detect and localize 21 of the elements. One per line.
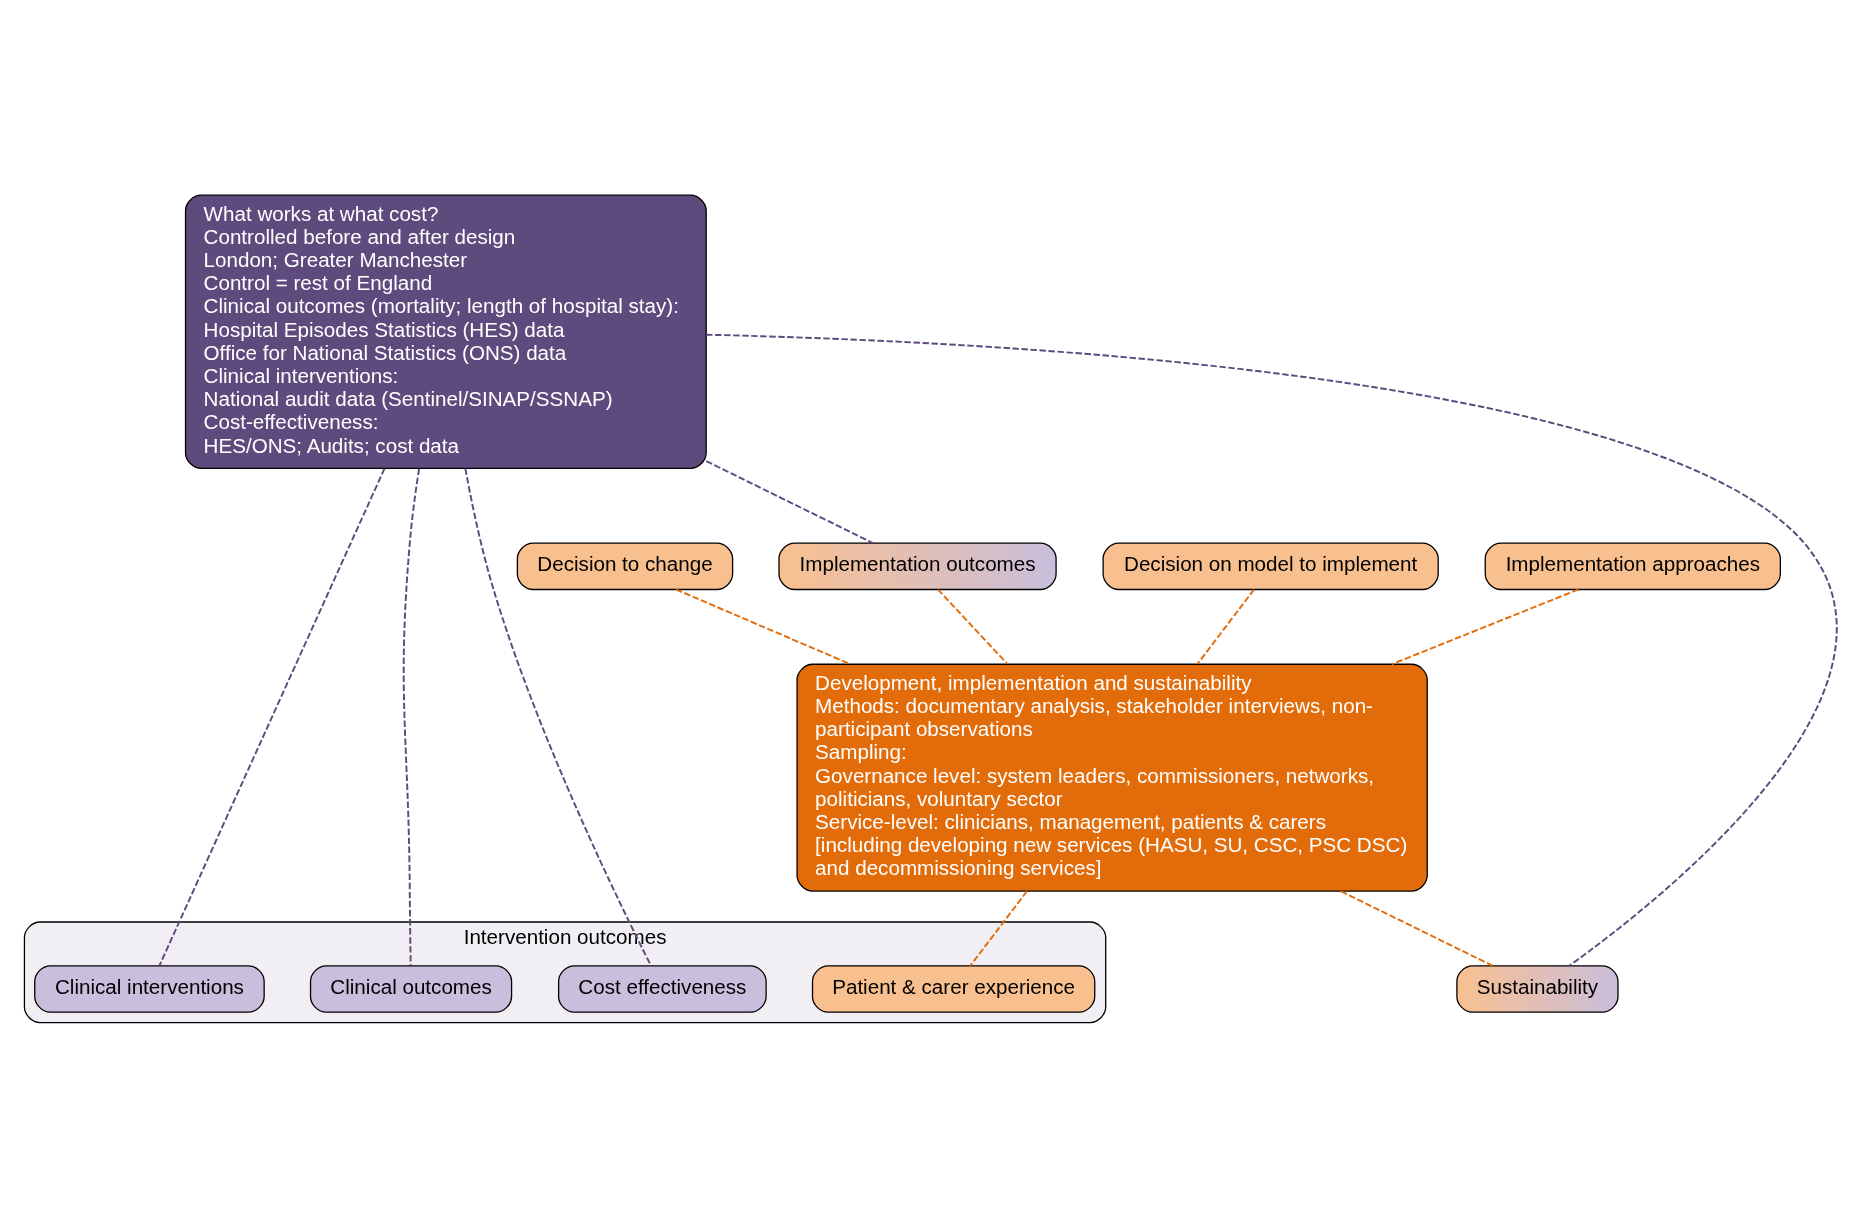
node-box: Clinical interventions [34,964,265,1013]
connector [705,333,1838,967]
connector [1340,889,1494,967]
node-box: Decision to change [516,541,734,590]
node-box: Implementation approaches [1484,541,1781,590]
connector [937,588,1009,665]
connector [1391,588,1580,665]
connector [402,467,421,966]
connector [705,459,874,544]
connector [969,889,1028,967]
node-box: What works at what cost? Controlled before and after design London; Greater Manchester Control = rest of England Clinical outcomes (mortality; length of hospital stay): Hospital Episodes Statistics (HES) data Office for National Statistics (ONS) data Clinical interventions: National audit data (Sentinel/SINAP/SSNAP) Cost-effectiveness: HES/ONS; Audits; cost data [184,194,707,469]
node-box: Decision on model to implement [1102,541,1439,590]
node-box: Cost effectiveness [557,964,767,1013]
connector [1196,588,1255,665]
connector [158,467,386,966]
node-box: Clinical outcomes [309,964,513,1013]
connector [464,467,652,966]
node-box: Patient & carer experience [811,964,1096,1013]
node-box: Sustainability [1456,964,1619,1013]
node-box: Implementation outcomes [778,541,1057,590]
node-box: Development, implementation and sustainability Methods: documentary analysis, stakeholder interviews, non-participant observations Sampling: Governance level: system leaders, commissioners, networks, politicians, voluntary sector Service-level: clinicians, management, patients & carers [including developing new services (HASU, SU, CSC, PSC DSC) and decommissioning services] [796,663,1428,892]
